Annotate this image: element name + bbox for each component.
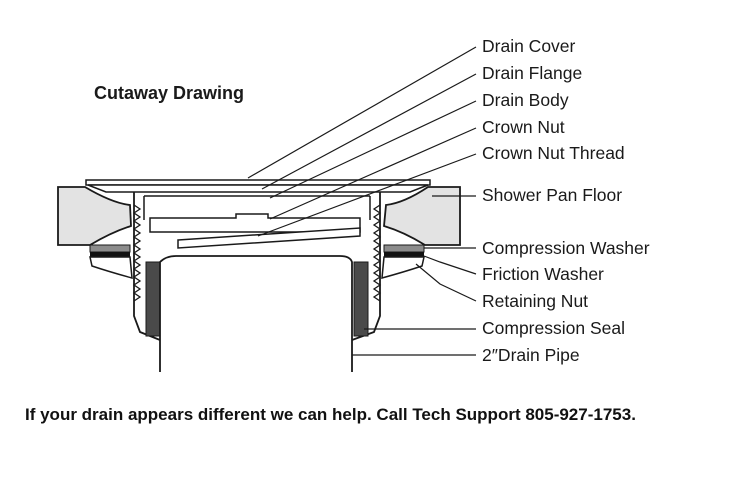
compression-seal-left [145, 261, 161, 337]
label-retaining-nut: Retaining Nut [482, 291, 589, 311]
drain-body-inner [143, 195, 371, 220]
label-drain-pipe: 2″Drain Pipe [482, 345, 580, 365]
retaining-nut-left [89, 256, 133, 280]
leader-drain-body [269, 100, 477, 199]
shower-pan-floor-left [57, 186, 132, 246]
friction-washer-right [384, 252, 424, 257]
thread-left [132, 204, 142, 302]
label-compression-washer: Compression Washer [482, 238, 650, 258]
label-drain-cover: Drain Cover [482, 36, 576, 56]
friction-washer-left [90, 252, 130, 257]
compression-washer-right [383, 244, 425, 253]
label-compression-seal: Compression Seal [482, 318, 625, 338]
label-friction-washer: Friction Washer [482, 264, 604, 284]
leader-crown-nut-thread [257, 153, 477, 237]
leader-friction-washer [423, 255, 477, 275]
drain-pipe [159, 255, 353, 372]
leader-drain-flange [261, 73, 477, 190]
support-note: If your drain appears different we can h… [25, 405, 636, 424]
leader-lines [247, 46, 477, 356]
leader-crown-nut [269, 127, 477, 220]
label-crown-nut-thread: Crown Nut Thread [482, 143, 625, 163]
diagram-title: Cutaway Drawing [94, 83, 245, 103]
crown-nut-thread [177, 227, 361, 249]
compression-washer-left [89, 244, 131, 253]
label-crown-nut: Crown Nut [482, 117, 565, 137]
leader-drain-cover [247, 46, 477, 179]
leader-retaining-nut [415, 263, 477, 302]
label-drain-flange: Drain Flange [482, 63, 583, 83]
label-shower-pan-floor: Shower Pan Floor [482, 185, 623, 205]
shower-pan-floor-right [383, 186, 461, 246]
crown-nut [149, 213, 361, 233]
label-drain-body: Drain Body [482, 90, 569, 110]
thread-right [372, 204, 382, 302]
retaining-nut-right [381, 256, 425, 280]
compression-seal-right [353, 261, 369, 337]
